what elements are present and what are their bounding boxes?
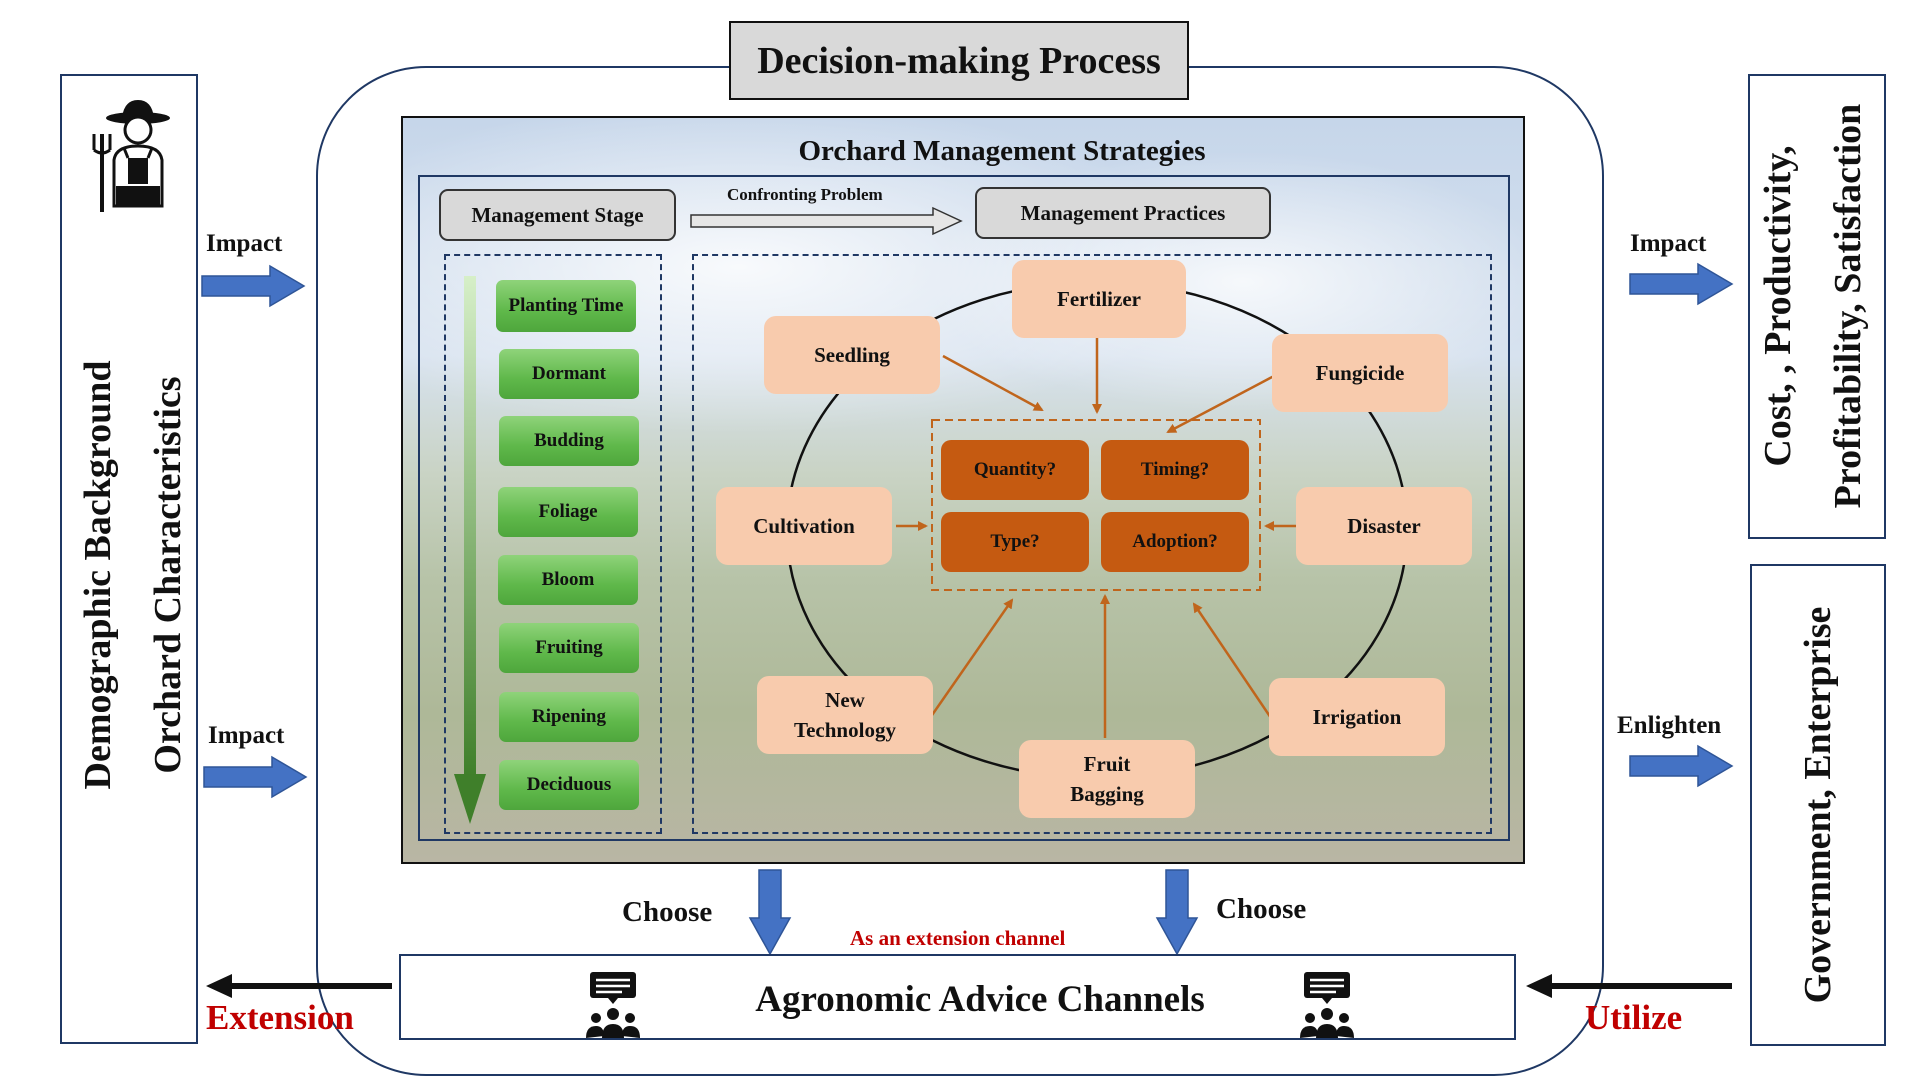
strategies-inner-frame xyxy=(418,175,1510,841)
choose-label-right: Choose xyxy=(1216,893,1307,925)
stage-dormant: Dormant xyxy=(499,349,639,399)
stage-planting-time: Planting Time xyxy=(496,280,636,332)
question-type: Type? xyxy=(941,512,1089,572)
impact-label-bottom: Impact xyxy=(208,722,285,749)
practice-fungicide: Fungicide xyxy=(1272,334,1448,412)
practices-dashed-frame xyxy=(692,254,1492,834)
practice-new-technology: New Technology xyxy=(757,676,933,754)
confronting-problem-arrow xyxy=(690,206,963,236)
questions-dashed-frame xyxy=(931,419,1261,591)
stage-deciduous: Deciduous xyxy=(499,760,639,810)
utilize-arrow xyxy=(1526,974,1732,998)
extension-label: Extension xyxy=(206,998,354,1037)
strategies-title: Orchard Management Strategies xyxy=(798,135,1206,167)
impact-arrow-top xyxy=(201,264,306,308)
practice-cultivation: Cultivation xyxy=(716,487,892,565)
management-practices-header-text: Management Practices xyxy=(1020,200,1226,225)
stage-budding: Budding xyxy=(499,416,639,466)
choose-label-left: Choose xyxy=(622,896,713,928)
stage-ripening: Ripening xyxy=(499,692,639,742)
stage-bloom: Bloom xyxy=(498,555,638,605)
choose-arrow-right xyxy=(1155,869,1199,956)
confronting-problem-label: Confronting Problem xyxy=(727,185,883,204)
management-stage-header: Management Stage xyxy=(439,189,676,241)
management-stage-header-text: Management Stage xyxy=(471,202,644,227)
impact-arrow-bottom xyxy=(203,755,308,799)
stages-dashed-frame xyxy=(444,254,662,834)
stage-fruiting: Fruiting xyxy=(499,623,639,673)
enlighten-label: Enlighten xyxy=(1617,712,1722,739)
government-enterprise-panel xyxy=(1750,564,1886,1046)
management-practices-header: Management Practices xyxy=(975,187,1271,239)
advice-people-icon xyxy=(586,972,640,1038)
enlighten-arrow xyxy=(1629,744,1734,788)
outcomes-panel xyxy=(1748,74,1886,539)
page-title-text: Decision-making Process xyxy=(757,39,1161,82)
stage-foliage: Foliage xyxy=(498,487,638,537)
practice-disaster: Disaster xyxy=(1296,487,1472,565)
utilize-label: Utilize xyxy=(1585,998,1683,1037)
impact-label-top: Impact xyxy=(206,230,283,257)
impact-label-right: Impact xyxy=(1630,230,1707,257)
choose-arrow-left xyxy=(748,869,792,956)
page-title: Decision-making Process xyxy=(729,21,1189,100)
impact-arrow-right xyxy=(1629,262,1734,306)
practice-fertilizer: Fertilizer xyxy=(1012,260,1186,338)
question-quantity: Quantity? xyxy=(941,440,1089,500)
extension-channel-note: As an extension channel xyxy=(850,926,1066,950)
agronomic-advice-channels-title: Agronomic Advice Channels xyxy=(755,979,1205,1020)
question-adoption: Adoption? xyxy=(1101,512,1249,572)
extension-arrow xyxy=(206,974,392,998)
farmer-icon xyxy=(92,100,170,212)
practice-fruit-bagging: Fruit Bagging xyxy=(1019,740,1195,818)
stage-timeline-arrow xyxy=(454,276,486,824)
question-timing: Timing? xyxy=(1101,440,1249,500)
practice-irrigation: Irrigation xyxy=(1269,678,1445,756)
advice-people-icon xyxy=(1300,972,1354,1038)
left-demographic-panel xyxy=(60,74,198,1044)
practice-seedling: Seedling xyxy=(764,316,940,394)
